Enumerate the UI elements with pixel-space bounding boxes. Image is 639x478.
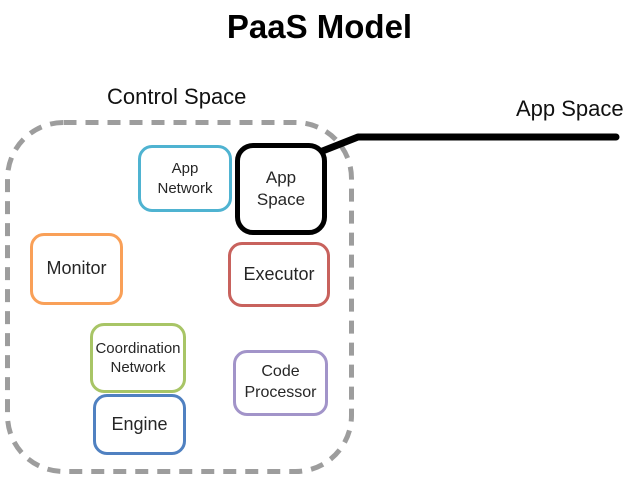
app-space-zone-label: App Space	[516, 96, 624, 121]
control-space-dashed-boundary	[5, 120, 354, 474]
node-app-network-label: App Network	[157, 160, 213, 197]
node-engine-label: Engine	[111, 413, 168, 434]
node-app-space-label: App Space	[256, 167, 306, 209]
node-monitor-label: Monitor	[46, 258, 107, 279]
node-coordination-network-label: Coordination Network	[95, 339, 181, 377]
node-monitor: Monitor	[30, 233, 123, 305]
control-space-zone-label: Control Space	[107, 84, 247, 109]
node-app-network: App Network	[138, 145, 232, 212]
node-coordination-network: Coordination Network	[90, 323, 186, 393]
node-executor-label: Executor	[243, 263, 315, 284]
node-app-space: App Space	[235, 143, 327, 235]
node-engine: Engine	[93, 394, 186, 455]
diagram-title: PaaS Model	[226, 8, 413, 45]
node-executor: Executor	[228, 242, 330, 307]
node-code-processor: Code Processor	[233, 350, 328, 416]
app-space-connector-line	[316, 133, 620, 156]
node-code-processor-label: Code Processor	[244, 363, 317, 401]
